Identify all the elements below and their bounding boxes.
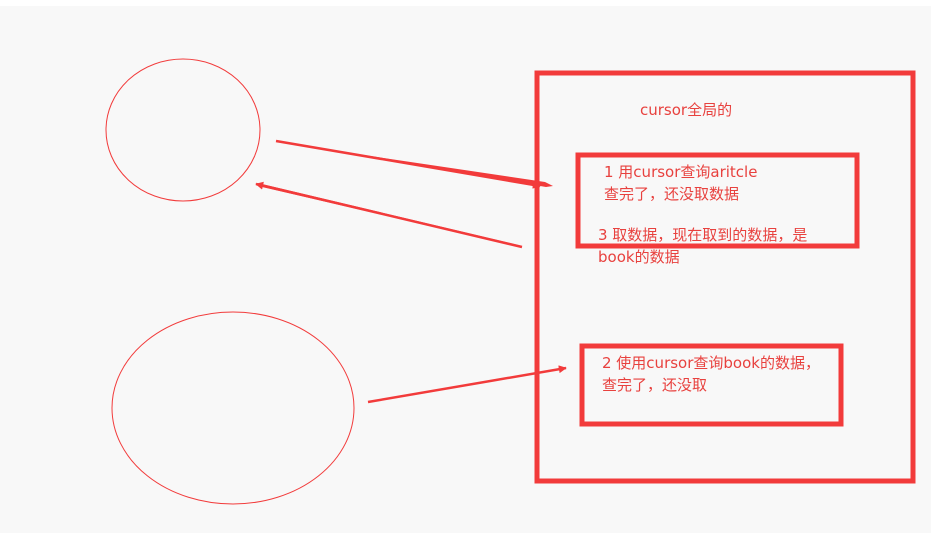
global-cursor-title-text: cursor全局的 bbox=[640, 101, 733, 119]
ellipse-top bbox=[105, 58, 261, 202]
step1-box bbox=[575, 152, 860, 249]
step2-line1: 2 使用cursor查询book的数据， bbox=[602, 354, 820, 372]
arrow-query-book-line bbox=[367, 365, 567, 404]
ellipse-bottom bbox=[111, 311, 355, 505]
step1-line2: 查完了，还没取数据 bbox=[604, 185, 740, 203]
arrow-query-article-line bbox=[275, 139, 541, 189]
step2-label: 2 使用cursor查询book的数据， 查完了，还没取 bbox=[602, 352, 820, 396]
step2-line2: 查完了，还没取 bbox=[602, 376, 708, 394]
step1-label: 1 用cursor查询aritcle 查完了，还没取数据 bbox=[604, 161, 757, 205]
global-cursor-box bbox=[534, 70, 916, 484]
step3-line1: 3 取数据，现在取到的数据，是 bbox=[598, 226, 808, 244]
step2-box bbox=[579, 343, 844, 427]
step1-line1: 1 用cursor查询aritcle bbox=[604, 163, 758, 181]
step3-label: 3 取数据，现在取到的数据，是 book的数据 bbox=[598, 224, 807, 268]
background-panel bbox=[0, 6, 931, 533]
step3-line2: book的数据 bbox=[598, 248, 680, 266]
global-cursor-title: cursor全局的 bbox=[640, 99, 732, 121]
arrow-fetch-data-line bbox=[255, 181, 523, 249]
